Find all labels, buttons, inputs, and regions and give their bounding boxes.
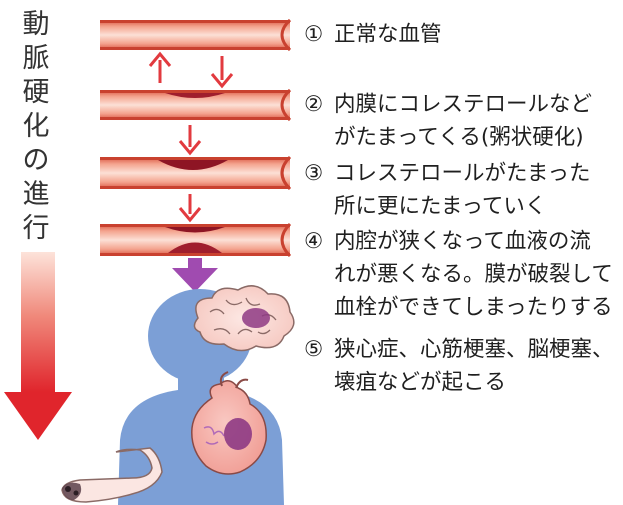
step-text: 内膜にコレステロールなど	[334, 92, 593, 117]
step-text: 正常な血管	[334, 22, 442, 47]
step-text: 狭心症、心筋梗塞、脳梗塞、	[334, 337, 614, 362]
step-text: 血栓ができてしまったりする	[334, 295, 613, 320]
step-2: ② 内膜にコレステロールなど がたまってくる(粥状硬化)	[304, 88, 592, 154]
step-5: ⑤ 狭心症、心筋梗塞、脳梗塞、 壊疽などが起こる	[304, 333, 614, 399]
step-text: がたまってくる(粥状硬化)	[334, 125, 584, 150]
vessel-growing-plaque	[100, 155, 292, 191]
arrow-down-icon	[210, 56, 234, 89]
progression-char: 硬	[22, 77, 50, 108]
step-text: 所に更にたまっていく	[334, 194, 547, 219]
step-number: ③	[304, 161, 324, 186]
progression-char: の	[22, 145, 50, 176]
brain-icon	[193, 285, 295, 352]
step-text: 壊疽などが起こる	[334, 370, 507, 395]
arrow-down-icon	[178, 194, 202, 223]
progression-label: 動 脈 硬 化 の 進 行	[22, 8, 50, 246]
arrow-purple-icon	[172, 258, 218, 292]
step-1: ① 正常な血管	[304, 18, 442, 51]
step-number: ⑤	[304, 337, 324, 362]
arrow-up-icon	[148, 51, 172, 83]
foot-icon	[61, 447, 163, 503]
progression-char: 行	[22, 213, 50, 244]
step-4: ④ 内腔が狭くなって血液の流 れが悪くなる。膜が破裂して 血栓ができてしまったりす…	[304, 225, 613, 324]
progression-char: 動	[22, 9, 50, 40]
vessel-normal	[100, 18, 292, 52]
step-number: ②	[304, 92, 324, 117]
heart-icon	[191, 371, 267, 475]
progression-char: 脈	[22, 43, 50, 74]
arrow-down-icon	[178, 125, 202, 156]
step-number: ①	[304, 22, 324, 47]
step-text: 内腔が狭くなって血液の流	[334, 229, 591, 254]
vessel-early-plaque	[100, 88, 292, 122]
progression-char: 進	[22, 179, 50, 210]
progression-arrow	[4, 252, 72, 440]
step-text: れが悪くなる。膜が破裂して	[334, 262, 613, 287]
step-3: ③ コレステロールがたまった 所に更にたまっていく	[304, 157, 591, 223]
vessel-narrowed	[100, 222, 292, 258]
progression-char: 化	[22, 111, 50, 142]
step-text: コレステロールがたまった	[334, 161, 591, 186]
step-number: ④	[304, 229, 324, 254]
